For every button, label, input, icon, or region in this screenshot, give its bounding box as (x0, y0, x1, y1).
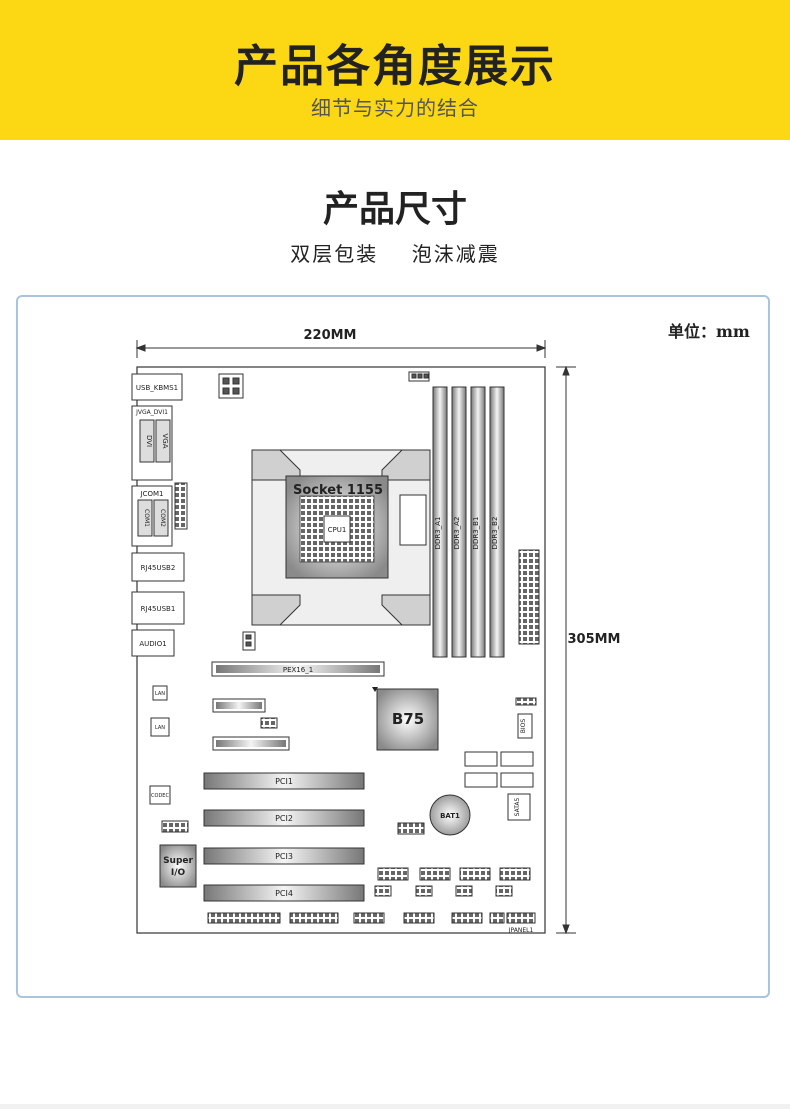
com1-label: COM1 (143, 509, 150, 527)
io-usb-kbms-label: USB_KBMS1 (136, 384, 178, 392)
dvi-port (139, 419, 155, 463)
pci4-label: PCI4 (275, 889, 293, 898)
page-subtitle: 细节与实力的结合 (311, 96, 479, 120)
dimm-a1-label: DDR3_A1 (434, 517, 442, 550)
codec-chip-label: CODEC (151, 793, 169, 799)
io-rj45usb2 (131, 552, 185, 582)
dimm-b1-label: DDR3_B1 (472, 517, 480, 550)
pci1-label: PCI1 (275, 777, 293, 786)
com2-port (153, 499, 169, 537)
rj45usb2-label: RJ45USB2 (141, 564, 176, 572)
battery-label: BAT1 (440, 812, 460, 820)
atx-power-connector (518, 549, 540, 645)
com2-label: COM2 (159, 509, 166, 527)
width-dimension (135, 340, 547, 358)
headers (161, 820, 536, 924)
unit-label: 单位：mm (668, 322, 750, 341)
dimm-a2-label: DDR3_A2 (453, 517, 461, 550)
chipset-marker (372, 687, 378, 692)
page-title: 产品各角度展示 (234, 41, 556, 92)
small-header-1 (260, 717, 278, 729)
io-vga-dvi-label: JVGA_DVI1 (135, 409, 168, 416)
bottom-divider (0, 1104, 790, 1109)
vga-port (155, 419, 171, 463)
vga-label: VGA (161, 433, 169, 448)
dimm-slots (432, 386, 505, 658)
dimm-b2-label: DDR3_B2 (491, 517, 499, 550)
io-rj45usb1 (131, 591, 185, 625)
atx12v-connector (218, 373, 244, 399)
cpu-fan-header (408, 371, 430, 382)
jcom-label: JCOM1 (140, 490, 164, 498)
lan-chip-2 (150, 717, 170, 737)
jpanel-label: JPANEL1 (508, 927, 534, 934)
cpu-label: CPU1 (328, 526, 347, 534)
header-banner: 产品各角度展示 细节与实力的结合 (0, 0, 790, 140)
io-audio (131, 629, 175, 657)
pex16-label: PEX16_1 (283, 666, 313, 674)
super-io-label-1: Super (163, 856, 193, 866)
super-io-chip (159, 844, 197, 888)
com1-port (137, 499, 153, 537)
bios-chip (517, 713, 533, 739)
sata-ports (464, 751, 534, 821)
com-header (174, 482, 188, 530)
sata5-label: SATA5 (514, 797, 521, 816)
chipset-label: B75 (392, 710, 424, 728)
jumper-header (515, 697, 537, 706)
cpu-socket (251, 449, 431, 626)
rj45usb1-label: RJ45USB1 (141, 605, 176, 613)
sys-fan-header (242, 631, 256, 651)
bios-label: BIOS (520, 719, 527, 734)
lan-chip-1-label: LAN (155, 691, 165, 697)
lan-chip-1 (152, 685, 168, 701)
width-label: 220MM (303, 328, 356, 343)
chipset (376, 688, 439, 751)
io-usb-kbms (131, 373, 183, 401)
codec-chip (149, 785, 171, 805)
pci2-label: PCI2 (275, 814, 293, 823)
pci3-label: PCI3 (275, 852, 293, 861)
cmos-battery (429, 794, 471, 836)
section-title: 产品尺寸 (322, 189, 467, 230)
lan-chip-2-label: LAN (155, 725, 165, 731)
socket-label: Socket 1155 (293, 483, 383, 498)
height-label: 305MM (567, 632, 620, 647)
audio-label: AUDIO1 (139, 640, 166, 648)
dvi-label: DVI (145, 435, 153, 447)
super-io-label-2: I/O (171, 868, 186, 878)
section-subtitle: 双层包装 泡沫减震 (290, 242, 500, 266)
pci-slots (203, 772, 365, 902)
height-dimension (556, 365, 576, 935)
